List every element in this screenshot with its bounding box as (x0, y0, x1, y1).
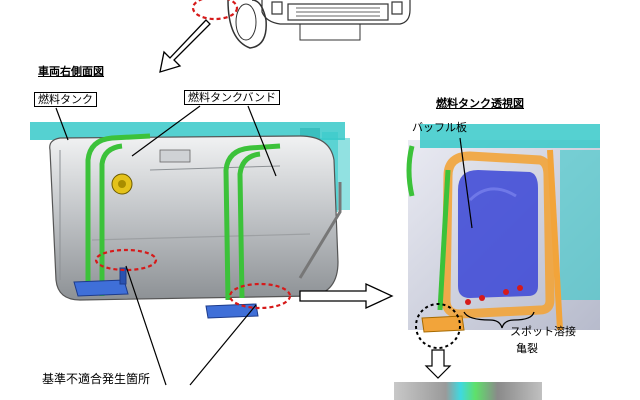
spot-weld-label: スポット溶接 (510, 325, 576, 338)
cutaway-title: 燃料タンク透視図 (436, 97, 524, 110)
defect-ellipse-right (228, 282, 292, 310)
defect-ellipse-left (94, 248, 158, 272)
baffle-plate-label: バッフル板 (412, 121, 467, 134)
side-view-title: 車両右側面図 (38, 65, 104, 78)
crack-label: 亀裂 (516, 342, 538, 355)
right-arrow-icon (299, 282, 394, 310)
top-highlight-ellipse (191, 0, 239, 21)
cutaway-view (406, 124, 600, 333)
nonconformity-label: 基準不適合発生箇所 (42, 372, 151, 386)
fuel-tank-bands (85, 133, 281, 301)
leader-lines (55, 105, 277, 386)
down-arrow-icon (159, 19, 211, 73)
weld-bracket (463, 311, 535, 329)
baffle-leader (459, 137, 473, 229)
fuel-tank-band-label: 燃料タンクバンド (184, 90, 280, 105)
fuel-tank-body (49, 135, 339, 301)
fuel-tank-label: 燃料タンク (34, 92, 97, 107)
truck-sketch (227, 0, 411, 49)
band-mounts (73, 267, 259, 319)
tank-strut (298, 182, 342, 279)
crack-highlight-circle (415, 303, 461, 349)
down-arrow-small-icon (424, 349, 452, 379)
closeup-photo-strip (394, 382, 542, 400)
